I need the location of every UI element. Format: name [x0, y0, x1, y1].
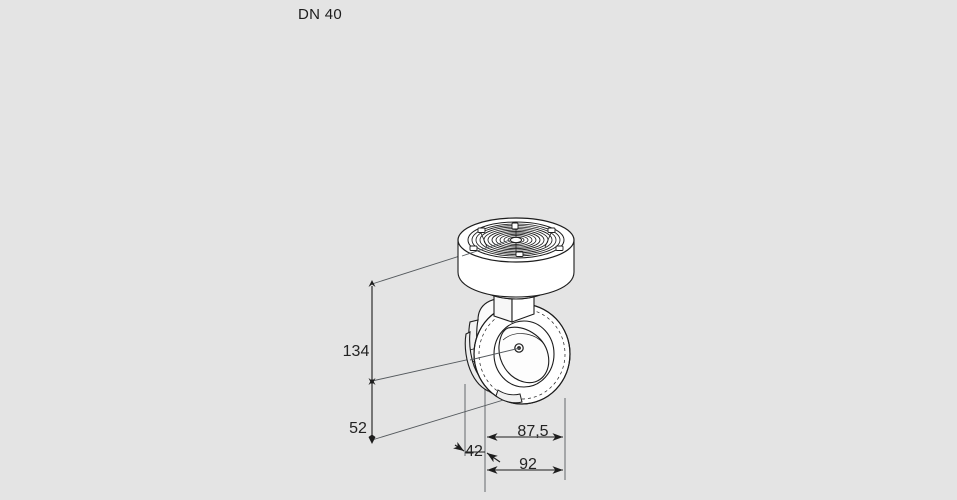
dimension-87-5-label: 87,5	[517, 423, 548, 440]
dimension-52-label: 52	[349, 420, 367, 437]
projection-leader-actuator	[461, 239, 511, 257]
dimension-52	[368, 378, 376, 444]
valve-body	[464, 298, 571, 405]
dimension-52-arrow-bottom	[368, 434, 376, 444]
valve-disc	[498, 326, 550, 384]
page-title: DN 40	[297, 6, 343, 23]
body-bottom-boss	[495, 389, 523, 404]
coil-spoke-left	[480, 232, 488, 248]
dimension-42	[453, 441, 501, 463]
projection-line-bottom	[371, 397, 511, 441]
actuator-mounting-tabs	[469, 222, 564, 257]
tab-se	[555, 245, 564, 251]
dimension-134-label: 134	[343, 343, 370, 360]
axis-leader-to-pivot	[469, 347, 521, 361]
tab-nw	[477, 227, 486, 233]
valve-disc-highlight	[502, 333, 545, 345]
dimension-42-leader-right	[486, 452, 501, 463]
dimension-42-label: 42	[465, 443, 483, 460]
coil-spoke-right	[544, 232, 552, 248]
tab-center-post	[511, 222, 519, 230]
dimension-52-arrow-top	[368, 378, 376, 385]
coil-hub	[510, 236, 522, 244]
dimension-134	[368, 280, 376, 385]
tab-sw	[469, 245, 478, 251]
tab-ne	[547, 227, 556, 233]
dimension-92-label: 92	[519, 456, 537, 473]
body-flange-rim-inner-dash	[478, 308, 566, 400]
dimension-134-arrow-top	[368, 280, 376, 287]
dimension-42-leader-left	[453, 441, 465, 452]
actuator-leader-contact	[461, 239, 511, 257]
tab-south	[515, 251, 524, 257]
